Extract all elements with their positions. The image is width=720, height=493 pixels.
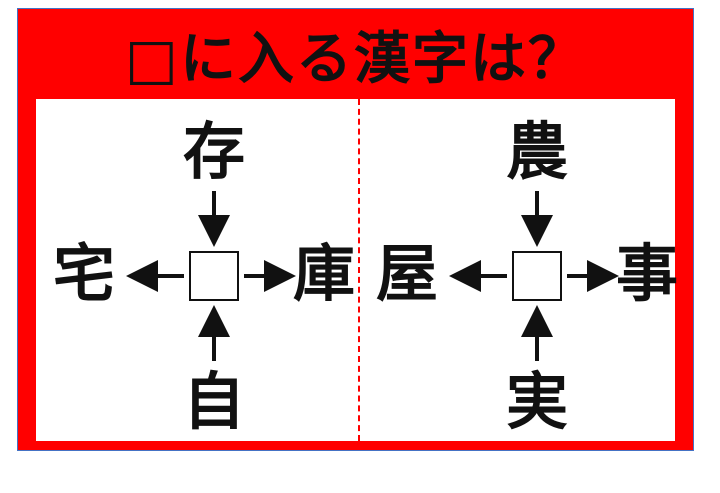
puzzle-1-bottom-kanji: 自: [182, 365, 245, 438]
puzzle-1-right-kanji: 庫: [292, 237, 355, 310]
puzzle-2-blank-box: [512, 251, 562, 301]
puzzle-frame: □に入る漢字は？ 存 宅 庫 自 農 屋 事 実: [17, 8, 694, 451]
puzzle-2-top-kanji: 農: [505, 115, 568, 188]
puzzle-1-left-kanji: 宅: [52, 237, 115, 310]
puzzle-1-top-kanji: 存: [182, 115, 245, 188]
puzzle-1-blank-box: [189, 251, 239, 301]
puzzle-title: □に入る漢字は？: [125, 26, 586, 92]
dashed-divider: [358, 99, 360, 441]
arrows: [126, 191, 619, 361]
puzzle-panel: 存 宅 庫 自 農 屋 事 実: [36, 99, 678, 441]
puzzle-2-left-kanji: 屋: [375, 237, 438, 310]
puzzle-2-right-kanji: 事: [615, 237, 678, 310]
puzzle-2-bottom-kanji: 実: [505, 365, 568, 438]
